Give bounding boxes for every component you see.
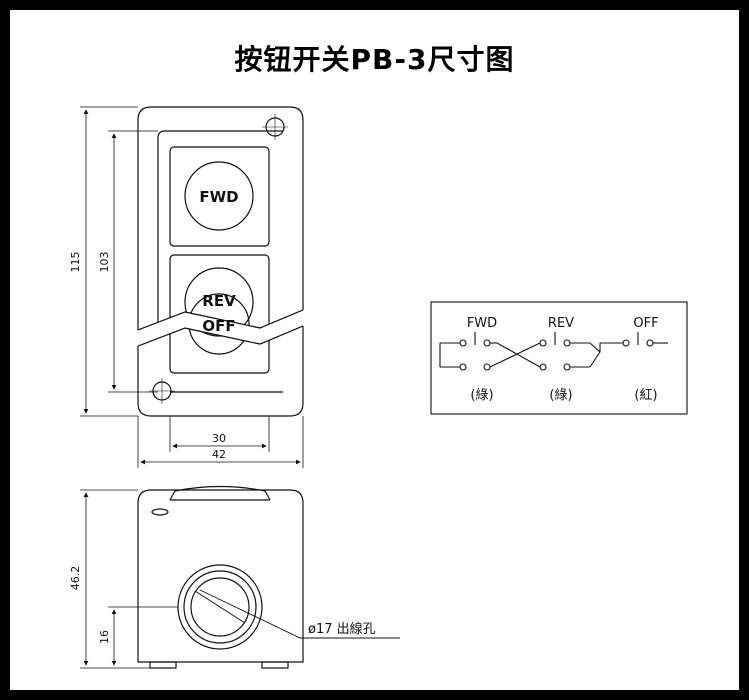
side-button-dome: [169, 485, 271, 501]
foot-left: [149, 661, 177, 669]
button-fwd: [184, 161, 254, 231]
side-view: [80, 485, 400, 669]
wire-color-rev: (綠): [549, 388, 572, 403]
cable-hole-inner: [190, 577, 250, 637]
wire-color-off: (紅): [634, 388, 657, 403]
inner-frame-top: [157, 130, 283, 330]
wire-color-fwd: (綠): [470, 388, 493, 403]
enclosure-top-outline: [137, 106, 304, 330]
button-label-off: OFF: [202, 317, 235, 335]
button-frame-fwd: [169, 146, 270, 247]
dim-side-height: 46.2: [69, 566, 82, 591]
dim-total-width: 42: [212, 448, 226, 461]
enclosure-bottom-outline: [137, 326, 304, 417]
dim-button-span: 103: [98, 252, 111, 273]
cable-hole-mid: [183, 570, 257, 644]
button-label-rev: REV: [202, 292, 236, 310]
dim-hole-height: 16: [98, 630, 111, 644]
dim-inner-width: 30: [212, 432, 226, 445]
switch-label-off: OFF: [633, 316, 658, 331]
button-rev: [184, 267, 254, 337]
foot-right: [261, 661, 289, 669]
side-enclosure-outline: [137, 489, 304, 663]
switch-label-fwd: FWD: [467, 316, 497, 331]
button-label-fwd: FWD: [199, 188, 238, 206]
hole-callout-label: ø17 出線孔: [308, 621, 376, 637]
wiring-diagram: [430, 301, 688, 415]
wiring-box: [430, 301, 688, 415]
button-frame-rev-off: [169, 254, 270, 374]
drawing-title: 按钮开关PB-3尺寸图: [234, 43, 515, 76]
switch-label-rev: REV: [548, 316, 574, 331]
drawing-sheet: [10, 10, 739, 690]
front-view: [80, 106, 304, 468]
hole-leader-line: [199, 589, 400, 639]
dim-total-height: 115: [69, 252, 82, 273]
